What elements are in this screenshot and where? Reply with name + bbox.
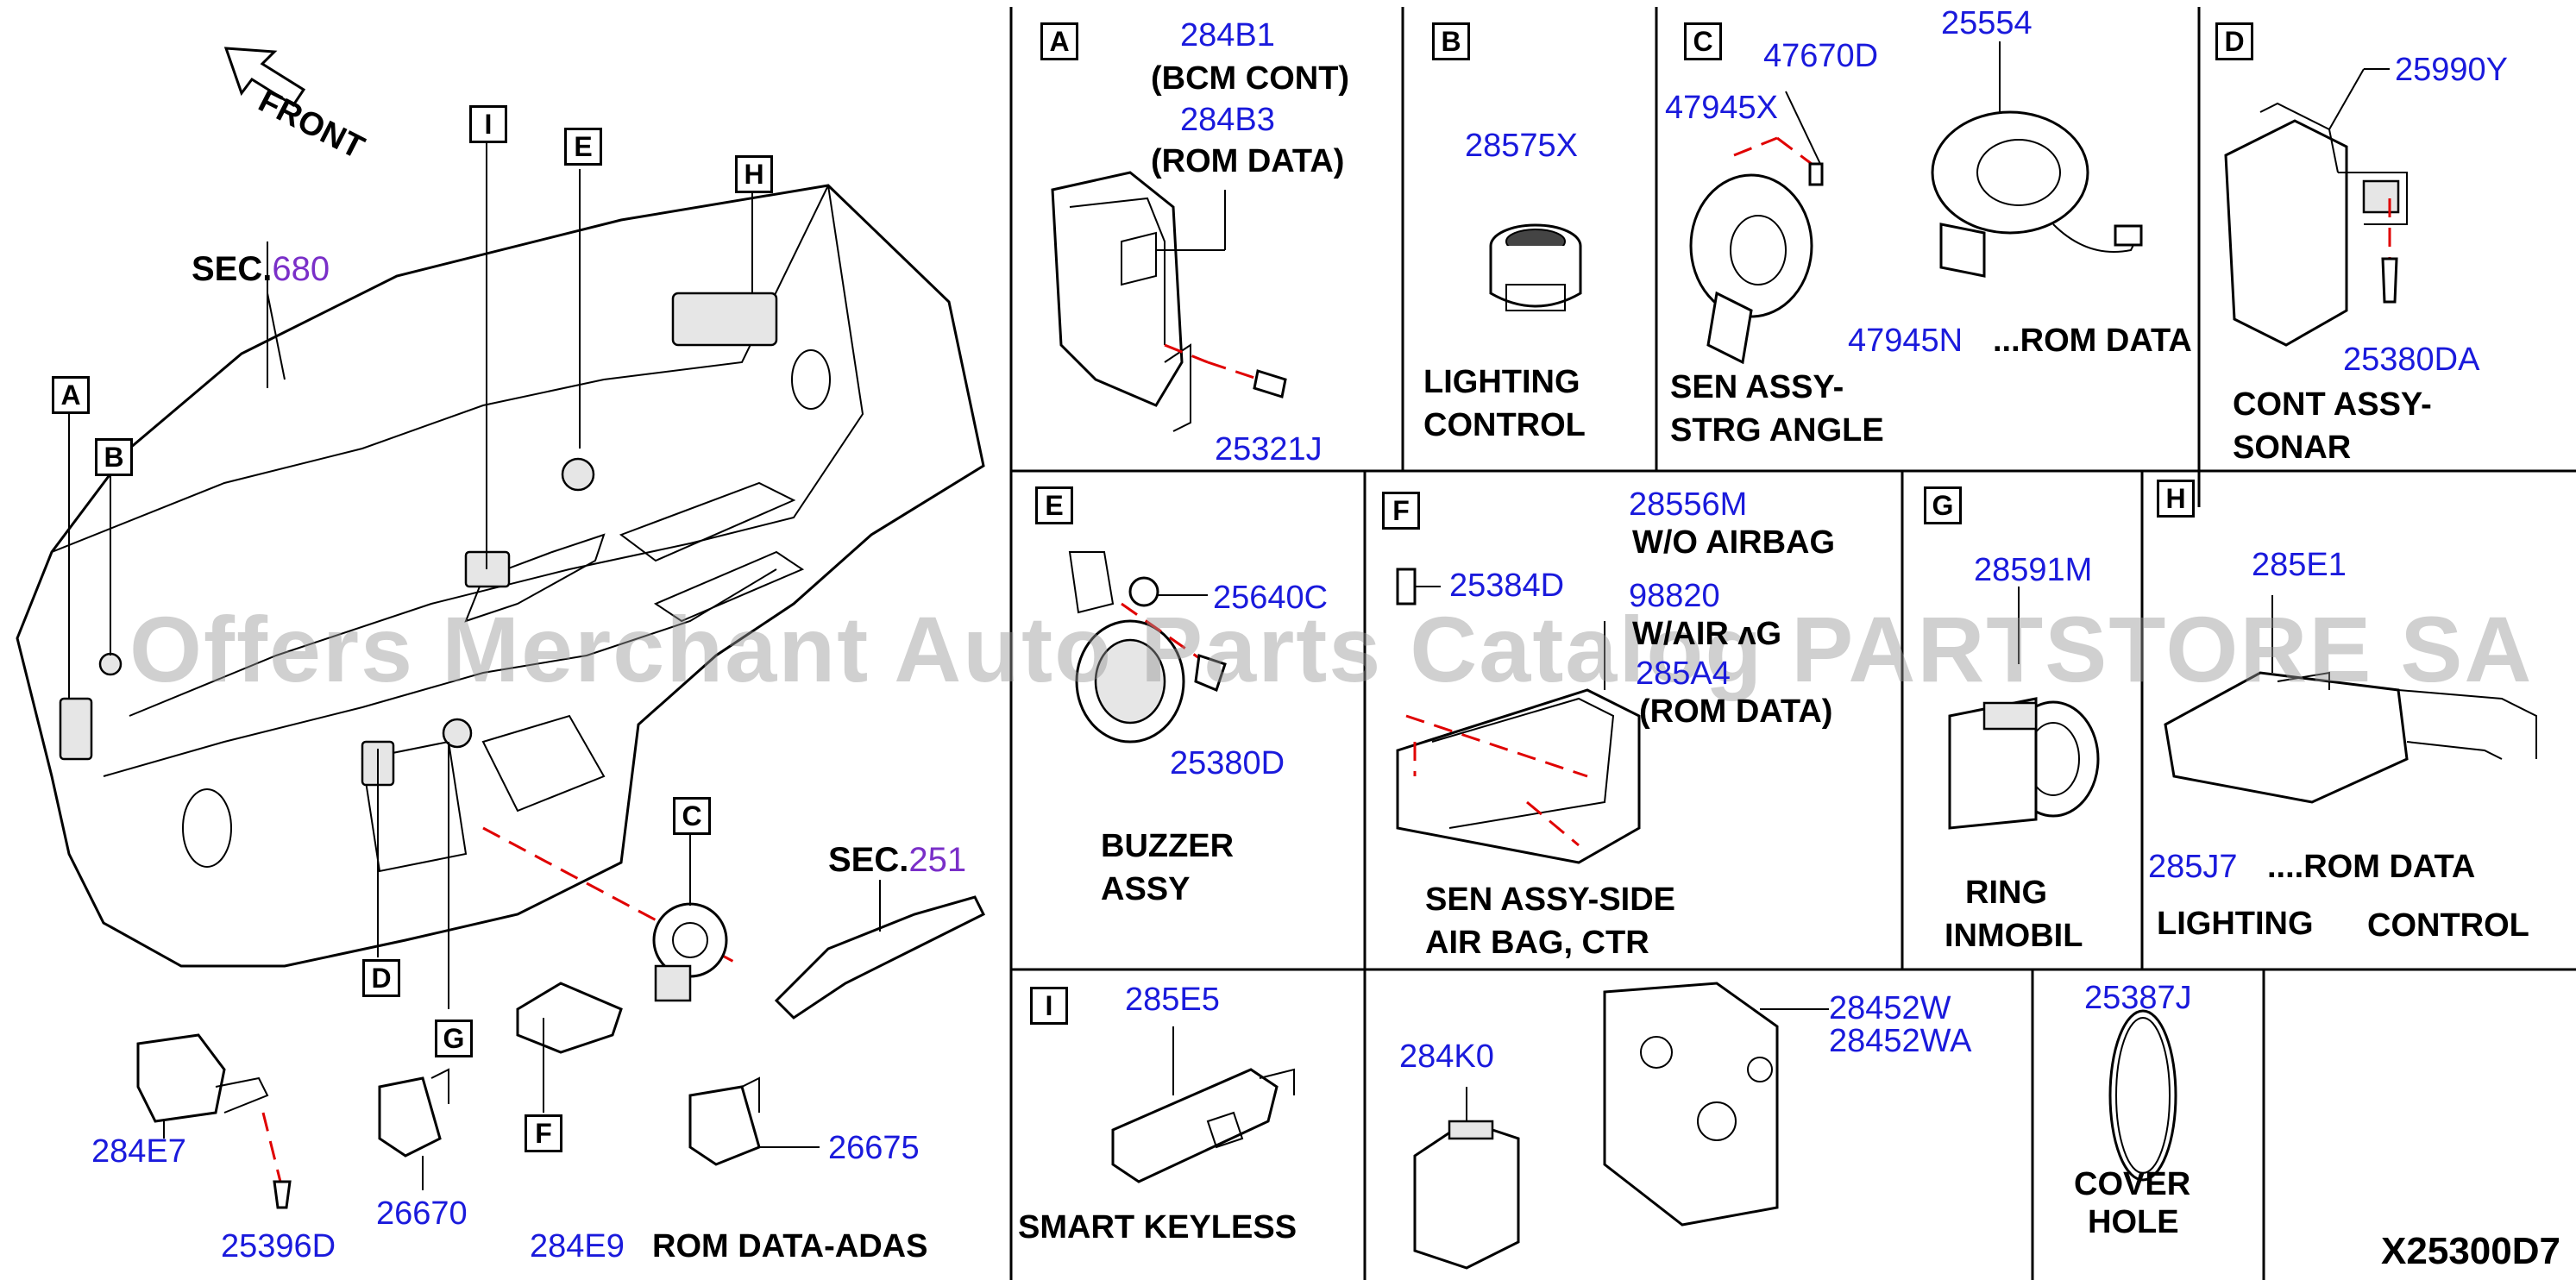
lighting-control-switch-icon — [1489, 223, 1582, 311]
cover-hole-icon — [2108, 1009, 2177, 1182]
part-note: (BCM CONT) — [1151, 60, 1350, 97]
part-number[interactable]: 25321J — [1215, 431, 1323, 467]
part-number[interactable]: 47945X — [1665, 90, 1779, 126]
diagram-id: X25300D7 — [2381, 1230, 2560, 1272]
part-number[interactable]: 98820 — [1629, 578, 1720, 614]
panel-letter-h: H — [2157, 480, 2195, 518]
part-number[interactable]: 26670 — [376, 1195, 468, 1232]
part-number[interactable]: 285J7 — [2148, 849, 2238, 885]
part-number[interactable]: 285A4 — [1636, 656, 1731, 692]
bcm-module-icon — [1051, 171, 1287, 432]
callout-e[interactable]: E — [564, 128, 602, 166]
panel-letter-a: A — [1040, 22, 1078, 60]
part-number[interactable]: 47670D — [1763, 38, 1879, 74]
immobiliser-ring-icon — [1948, 587, 2100, 830]
bracket-icon — [1603, 982, 1829, 1227]
panel-name-line2: HOLE — [2088, 1204, 2179, 1240]
callout-b[interactable]: B — [95, 438, 133, 476]
rom-data-label: ...ROM DATA — [1993, 323, 2192, 359]
overview-parts — [136, 828, 986, 1209]
panel-name-line2: INMOBIL — [1945, 918, 2083, 954]
part-number[interactable]: 28591M — [1974, 552, 2093, 588]
part-note: W/AIR ʌG — [1632, 616, 1782, 652]
panel-letter-e: E — [1035, 486, 1073, 524]
callout-d[interactable]: D — [362, 959, 400, 997]
sonar-controller-icon — [2224, 68, 2408, 347]
part-note: (ROM DATA) — [1639, 693, 1833, 730]
panel-name-line1: COVER — [2074, 1166, 2191, 1202]
part-number[interactable]: 25380DA — [2343, 342, 2480, 378]
panel-name-line2: AIR BAG, CTR — [1425, 925, 1649, 961]
panel-letter-d: D — [2215, 22, 2253, 60]
part-number[interactable]: 25380D — [1170, 745, 1285, 781]
part-number[interactable]: 25387J — [2084, 980, 2192, 1016]
part-note: (ROM DATA) — [1151, 143, 1345, 179]
panel-name-line1: CONT ASSY- — [2233, 386, 2432, 423]
part-number[interactable]: 25554 — [1941, 5, 2033, 41]
part-number[interactable]: 28575X — [1465, 128, 1579, 164]
part-number[interactable]: 28452W — [1829, 990, 1951, 1026]
dashboard-overview — [16, 136, 985, 1009]
part-number[interactable]: 284B3 — [1180, 102, 1275, 138]
callout-h[interactable]: H — [735, 155, 773, 193]
part-number[interactable]: 284E9 — [530, 1228, 625, 1264]
sec-number: 251 — [908, 841, 967, 879]
smart-keyless-antenna-icon — [1111, 1026, 1295, 1183]
clock-spring-icon — [1931, 41, 2143, 278]
part-number[interactable]: 284K0 — [1399, 1038, 1494, 1075]
part-number[interactable]: 25396D — [221, 1228, 336, 1264]
panel-name-line1: RING — [1965, 875, 2047, 911]
callout-a[interactable]: A — [52, 376, 90, 414]
lighting-control-unit-icon — [2164, 595, 2537, 804]
panel-name-line2: STRG ANGLE — [1670, 412, 1884, 449]
callout-g[interactable]: G — [435, 1020, 473, 1057]
panel-letter-g: G — [1924, 486, 1962, 524]
sec-251-link[interactable]: SEC.251 — [828, 841, 966, 880]
part-number[interactable]: 285E1 — [2252, 547, 2347, 583]
panel-letter-c: C — [1684, 22, 1722, 60]
part-number[interactable]: 28452WA — [1829, 1023, 1972, 1059]
panel-name-line2: SONAR — [2233, 430, 2352, 466]
callout-c[interactable]: C — [673, 797, 711, 835]
callout-f[interactable]: F — [525, 1114, 562, 1152]
panel-letter-f: F — [1382, 492, 1420, 530]
sec-680-link[interactable]: SEC.680 — [192, 250, 330, 289]
part-note: W/O AIRBAG — [1632, 524, 1836, 561]
panel-letter-b: B — [1432, 22, 1470, 60]
panel-letter-i: I — [1030, 987, 1068, 1025]
buzzer-icon — [1068, 551, 1227, 744]
callout-i[interactable]: I — [469, 105, 507, 143]
part-number[interactable]: 47945N — [1848, 323, 1963, 359]
part-number[interactable]: 285E5 — [1125, 982, 1220, 1018]
panel-name-line1: SEN ASSY-SIDE — [1425, 882, 1676, 918]
radar-sensor-icon — [1413, 1087, 1520, 1270]
part-number[interactable]: 284B1 — [1180, 17, 1275, 53]
front-arrow-icon — [223, 47, 306, 108]
panel-name-line1: BUZZER — [1101, 828, 1235, 864]
rom-data-label: ....ROM DATA — [2267, 849, 2476, 885]
sec-prefix: SEC. — [828, 841, 909, 879]
panel-name-line1: SEN ASSY- — [1670, 369, 1844, 405]
part-number[interactable]: 25990Y — [2395, 52, 2509, 88]
part-number[interactable]: 284E7 — [91, 1133, 186, 1170]
panel-name-line1: LIGHTING — [2157, 906, 2314, 942]
panel-name-line1: LIGHTING — [1423, 364, 1580, 400]
rom-data-adas-label: ROM DATA-ADAS — [652, 1228, 928, 1264]
part-number[interactable]: 26675 — [828, 1130, 920, 1166]
sec-prefix: SEC. — [192, 250, 273, 288]
panel-name-line2: CONTROL — [1423, 407, 1586, 443]
panel-grid — [1009, 7, 2576, 1280]
steering-angle-sensor-icon — [1689, 91, 1824, 365]
airbag-sensor-icon — [1396, 568, 1641, 864]
panel-name-line2: ASSY — [1101, 871, 1191, 907]
part-number[interactable]: 25640C — [1213, 580, 1329, 616]
panel-name: SMART KEYLESS — [1018, 1209, 1297, 1245]
part-number[interactable]: 28556M — [1629, 486, 1748, 523]
sec-number: 680 — [272, 250, 330, 288]
part-number[interactable]: 25384D — [1449, 568, 1565, 604]
panel-name-line2: CONTROL — [2367, 907, 2529, 944]
